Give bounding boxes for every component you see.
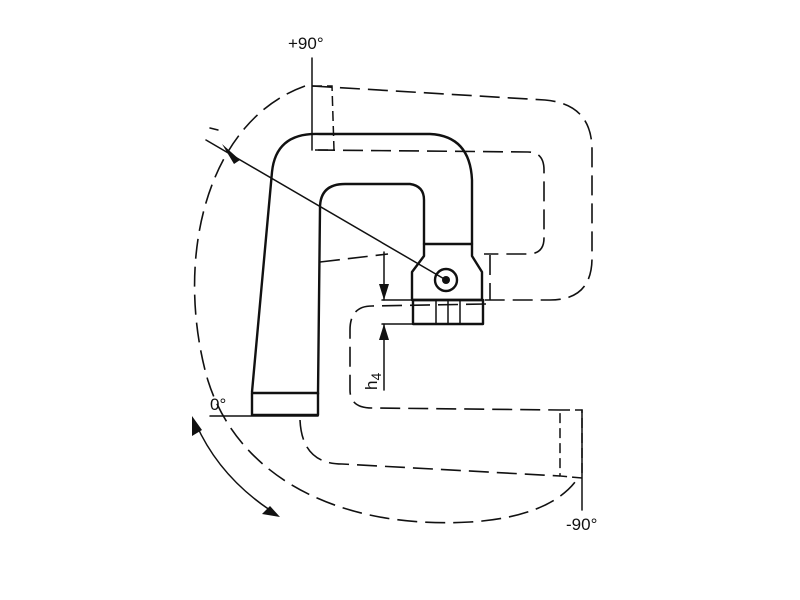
phantom-sweep-arc xyxy=(193,85,579,524)
phantom-outer-minus90 xyxy=(299,419,561,477)
rotation-direction-arrow xyxy=(192,416,280,517)
rotation-arrowhead-bottom xyxy=(262,506,280,517)
h4-arrow-down xyxy=(379,284,389,300)
phantom-grip-plus90 xyxy=(312,85,335,151)
pivot-circle xyxy=(433,267,459,293)
h4-subscript: 4 xyxy=(368,373,384,381)
phantom-hub-top xyxy=(319,253,389,263)
radius-line xyxy=(205,139,447,281)
arm-grip-end xyxy=(250,391,320,417)
h4-label: h4 xyxy=(362,373,384,390)
phantom-grip-minus90 xyxy=(559,409,583,479)
rotation-arc xyxy=(195,423,277,515)
rotation-phantom-outlines xyxy=(193,85,593,524)
phantom-inner-plus90 xyxy=(314,149,545,255)
zero-label: 0° xyxy=(210,395,226,414)
minus90-label: -90° xyxy=(566,515,597,534)
radius-arrowhead xyxy=(222,144,240,164)
radius-extension-tick xyxy=(209,127,219,131)
arm-inner-contour xyxy=(316,182,426,396)
arm-outer-contour xyxy=(250,132,474,394)
rotation-arrowhead-top xyxy=(192,416,202,436)
plus90-label: +90° xyxy=(288,34,324,53)
phantom-outer-plus90 xyxy=(311,85,593,301)
reference-lines xyxy=(205,57,583,511)
h4-letter: h xyxy=(362,381,381,390)
lever-arm-solid xyxy=(250,132,485,417)
h4-dimension: h4 xyxy=(362,251,413,391)
phantom-inner-minus90 xyxy=(349,303,561,411)
h4-arrow-up xyxy=(379,324,389,340)
